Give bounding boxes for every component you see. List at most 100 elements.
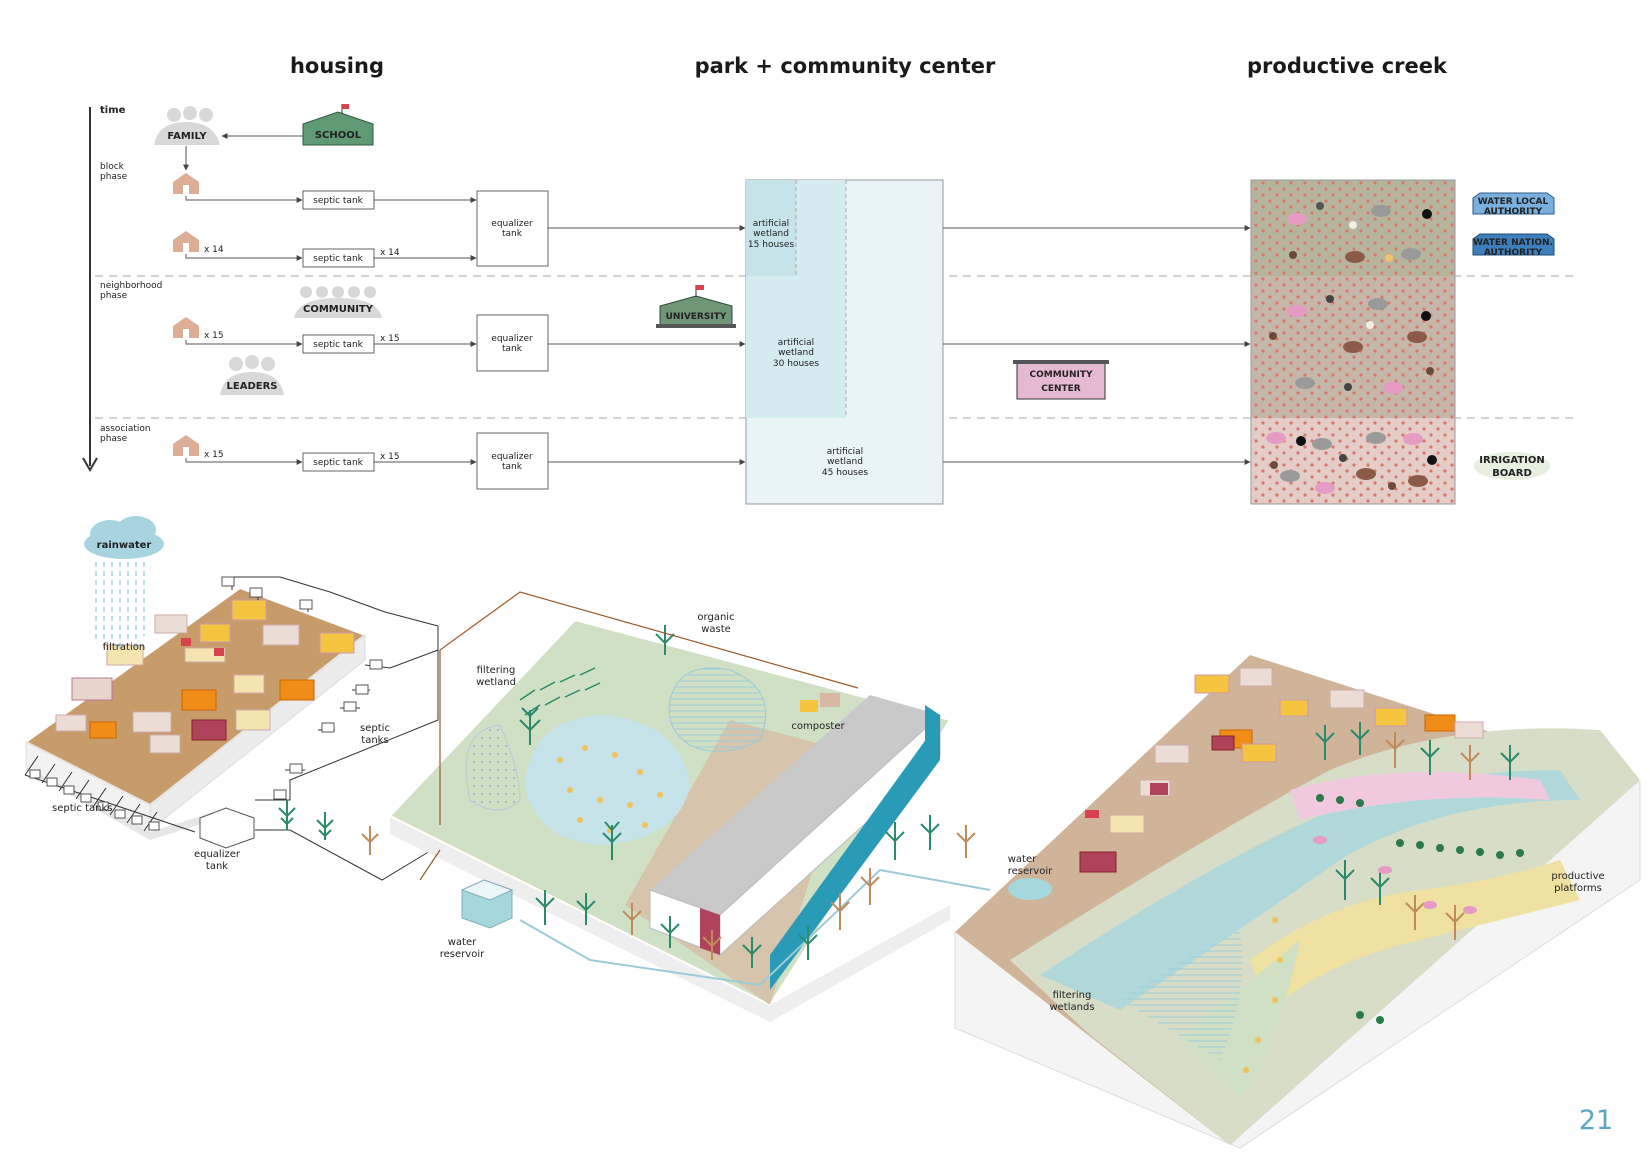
community-center-label-1: COMMUNITY — [1029, 370, 1092, 380]
chicken-icon — [1316, 202, 1324, 210]
wetland-15-line3: 15 houses — [748, 240, 794, 250]
filtering-wetlands-label-2: wetlands — [1049, 1002, 1094, 1013]
equalizer-tank-icon — [199, 807, 255, 849]
water-reservoir-mid-label-2: reservoir — [440, 949, 485, 960]
productive-platforms-label-2: platforms — [1554, 883, 1602, 894]
house-icon-row4 — [173, 435, 199, 456]
pig-icon — [1312, 438, 1332, 450]
block-phase-label-2: phase — [100, 172, 128, 182]
organic-waste-label-1: organic — [697, 612, 734, 623]
pig-icon — [1383, 382, 1403, 394]
filtration-label: filtration — [103, 642, 145, 653]
pig-icon — [1315, 482, 1335, 494]
irrigation-board-label-1: IRRIGATION — [1479, 455, 1544, 466]
pig-icon — [1371, 205, 1391, 217]
leaders-group: LEADERS — [220, 355, 284, 395]
septic-tanks-bottom-label: septic tanks — [52, 803, 112, 814]
chicken-icon — [1385, 254, 1393, 262]
equalizer-label-2a: equalizer — [491, 334, 533, 344]
wetland-15-line2: wetland — [753, 229, 789, 239]
chicken-icon — [1422, 209, 1432, 219]
association-phase-label-1: association — [100, 424, 151, 434]
artificial-wetland-panel — [745, 179, 944, 505]
water-nation-authority-label-1: WATER NATION. — [1473, 238, 1553, 248]
chicken-icon — [1349, 221, 1357, 229]
chicken-icon — [1269, 332, 1277, 340]
association-phase-label-2: phase — [100, 434, 128, 444]
multiplier-septic-row3: x 15 — [380, 334, 400, 344]
water-reservoir-right-label-2: reservoir — [1008, 866, 1053, 877]
septic-tank-label-3: septic tank — [313, 340, 364, 350]
water-nation-authority-badge: WATER NATION. AUTHORITY — [1472, 233, 1555, 258]
equalizer-tank-label-1: equalizer — [194, 849, 241, 860]
housing-block-illustration — [24, 586, 368, 840]
wetland-45-line2: wetland — [827, 457, 863, 467]
rainwater-label: rainwater — [97, 540, 152, 551]
chicken-icon — [1339, 454, 1347, 462]
multiplier-septic-row2: x 14 — [380, 248, 400, 258]
rain-cloud-icon — [84, 516, 164, 650]
organic-waste-pipe — [419, 591, 859, 881]
neighborhood-phase-label-1: neighborhood — [100, 281, 162, 291]
pig-icon — [1345, 251, 1365, 263]
water-reservoir-mid-label-1: water — [448, 937, 477, 948]
filtering-wetland-label-1: filtering — [477, 665, 516, 676]
pig-icon — [1343, 341, 1363, 353]
productive-creek-panel — [1250, 179, 1456, 505]
time-label: time — [100, 105, 126, 116]
creek-terrain-illustration — [954, 655, 1641, 1149]
chicken-icon — [1388, 482, 1396, 490]
septic-tanks-right-label-1: septic — [360, 723, 390, 734]
chicken-icon — [1366, 321, 1374, 329]
university-label: UNIVERSITY — [666, 312, 727, 322]
septic-tank-label-4: septic tank — [313, 458, 364, 468]
composter-label: composter — [791, 721, 845, 732]
water-reservoir-tank-icon — [460, 879, 514, 929]
chicken-icon — [1426, 367, 1434, 375]
neighborhood-phase-label-2: phase — [100, 291, 128, 301]
equalizer-tank-box-2 — [476, 314, 549, 372]
equalizer-tank-box-3 — [476, 432, 549, 490]
tree-icons-park-edge — [535, 815, 976, 968]
flow-arrow-house4-septic — [185, 458, 303, 465]
pig-icon — [1401, 248, 1421, 260]
filtering-wetlands-label-1: filtering — [1053, 990, 1092, 1001]
wetland-15-line1: artificial — [753, 219, 789, 229]
pig-icon — [1366, 432, 1386, 444]
pig-icon — [1356, 468, 1376, 480]
equalizer-label-1b: tank — [502, 229, 523, 239]
block-phase-label-1: block — [100, 162, 125, 172]
chicken-icon — [1421, 311, 1431, 321]
house-icon-row3 — [173, 317, 199, 338]
flow-arrow-house1-septic — [185, 196, 303, 203]
leaders-label: LEADERS — [227, 381, 278, 392]
wetland-45-line1: artificial — [827, 447, 863, 457]
filtering-wetland-label-2: wetland — [476, 677, 516, 688]
wetland-45-line3: 45 houses — [822, 468, 868, 478]
septic-tank-label-2: septic tank — [313, 254, 364, 264]
flow-arrow-house3-septic — [185, 340, 303, 347]
chicken-icon — [1296, 436, 1306, 446]
septic-tank-label-1: septic tank — [313, 196, 364, 206]
timeline: time block phase neighborhood phase asso… — [82, 105, 162, 472]
septic-tank-icons — [29, 576, 383, 831]
water-local-authority-badge: WATER LOCAL AUTHORITY — [1472, 192, 1555, 217]
park-illustration — [388, 618, 952, 1022]
pig-icon — [1266, 432, 1286, 444]
wetland-30-line3: 30 houses — [773, 359, 819, 369]
water-local-authority-label-1: WATER LOCAL — [1478, 197, 1549, 207]
family-group: FAMILY — [154, 106, 220, 145]
university-building: UNIVERSITY — [656, 285, 736, 328]
pig-icon — [1295, 377, 1315, 389]
equalizer-label-3a: equalizer — [491, 452, 533, 462]
chicken-icon — [1270, 461, 1278, 469]
community-center-building: COMMUNITY CENTER — [1013, 360, 1109, 400]
flow-arrow-house2-septic — [185, 254, 303, 261]
pig-icon — [1408, 475, 1428, 487]
water-local-authority-label-2: AUTHORITY — [1484, 207, 1543, 217]
pig-icon — [1368, 298, 1388, 310]
chicken-icon — [1427, 455, 1437, 465]
multiplier-house-row2: x 14 — [204, 245, 224, 255]
pig-icon — [1280, 470, 1300, 482]
school-label: SCHOOL — [315, 130, 362, 141]
